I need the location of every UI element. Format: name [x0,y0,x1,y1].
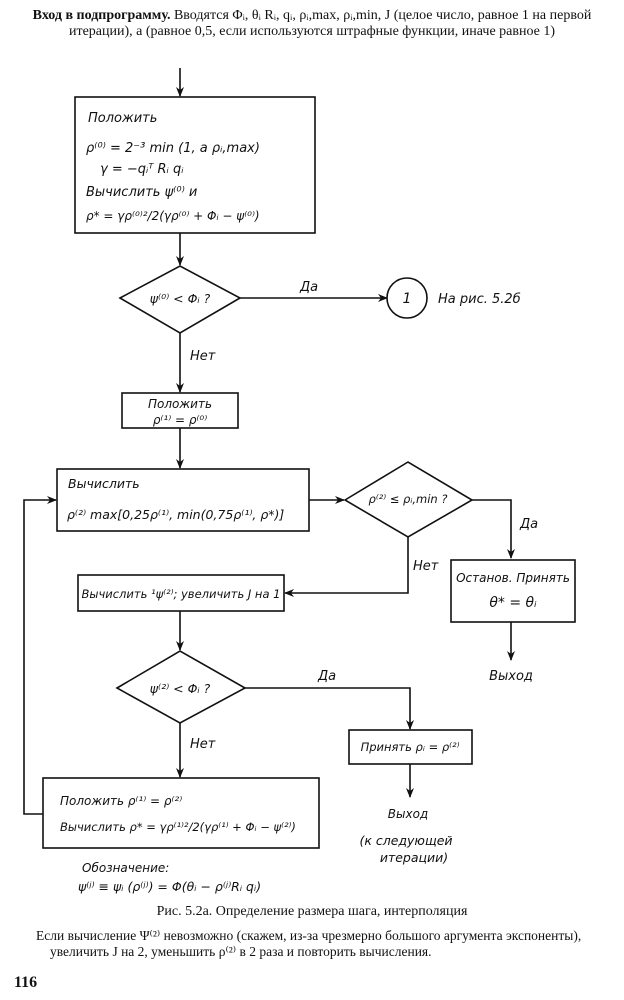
header-lead: Вход в подпрограмму. [32,8,171,23]
exit2-label: Выход [388,807,428,821]
connector-label: 1 [403,291,412,307]
arrow-decision2-no [284,537,409,597]
connector-note: На рис. 5.2б [438,292,521,307]
exit2-note2: итерации) [380,850,448,865]
decision3-no-label: Нет [190,737,216,752]
set-rho1-title: Положить [148,397,212,411]
compute-rho2-title: Вычислить [68,476,140,491]
arrow-decision2-yes [472,499,515,559]
exit2-note1: (к следующей [359,833,452,848]
connector-circle [386,277,428,319]
init-block [74,96,316,234]
compute-psi2-text: Вычислить ¹ψ⁽²⁾; увеличить J на 1 [82,587,281,601]
decision1-no-label: Нет [190,349,216,364]
decision1-yes-label: Да [299,280,318,295]
update-block [42,777,320,849]
notation-title: Обозначение: [82,861,169,875]
init-line2: γ = −qᵢᵀ Rᵢ qᵢ [100,162,184,177]
decision2-no-label: Нет [413,559,439,574]
exit1-label: Выход [489,669,533,684]
update-line1: Положить ρ⁽¹⁾ = ρ⁽²⁾ [60,794,182,808]
compute-psi2-block [77,574,285,612]
init-line3: Вычислить ψ⁽⁰⁾ и [86,185,197,200]
figure-caption: Рис. 5.2а. Определение размера шага, инт… [156,904,468,919]
footnote: Если вычисление Ψ⁽²⁾ невозможно (скажем,… [36,928,582,959]
notation-formula: ψ⁽ʲ⁾ ≡ ψᵢ (ρ⁽ʲ⁾) = Φ(θᵢ − ρ⁽ʲ⁾Rᵢ qᵢ) [78,879,261,894]
stop-title: Останов. Принять [456,571,570,585]
decision3-text: ψ⁽²⁾ < Φᵢ ? [150,681,211,696]
decision1-text: ψ⁽⁰⁾ < Φᵢ ? [150,291,211,306]
loop-back-arrow [23,496,57,815]
decision3-yes-label: Да [317,669,336,684]
decision2-yes-label: Да [519,517,538,532]
update-line2: Вычислить ρ* = γρ⁽¹⁾²/2(γρ⁽¹⁾ + Φᵢ − ψ⁽²… [60,820,296,834]
init-title: Положить [88,111,157,126]
header-text: Вводятся Φᵢ, θᵢ Rᵢ, qᵢ, ρᵢ,max, ρᵢ,min, … [68,8,592,39]
compute-rho2-line1: ρ⁽²⁾ max[0,25ρ⁽¹⁾, min(0,75ρ⁽¹⁾, ρ*)] [67,507,284,522]
set-rho1-line1: ρ⁽¹⁾ = ρ⁽⁰⁾ [153,413,207,427]
subroutine-entry-header: Вход в подпрограмму. Вводятся Φᵢ, θᵢ Rᵢ,… [10,8,614,40]
stop-block [450,559,576,623]
page-number: 116 [14,974,38,991]
init-line4: ρ* = γρ⁽⁰⁾²/2(γρ⁽⁰⁾ + Φᵢ − ψ⁽⁰⁾) [86,209,260,223]
arrow-decision3-yes [245,687,414,730]
decision2-text: ρ⁽²⁾ ≤ ρᵢ,min ? [369,492,448,506]
init-line1: ρ⁽⁰⁾ = 2⁻³ min (1, a ρᵢ,max) [86,141,260,156]
stop-line1: θ* = θᵢ [489,595,537,611]
accept-text: Принять ρᵢ = ρ⁽²⁾ [361,740,460,754]
